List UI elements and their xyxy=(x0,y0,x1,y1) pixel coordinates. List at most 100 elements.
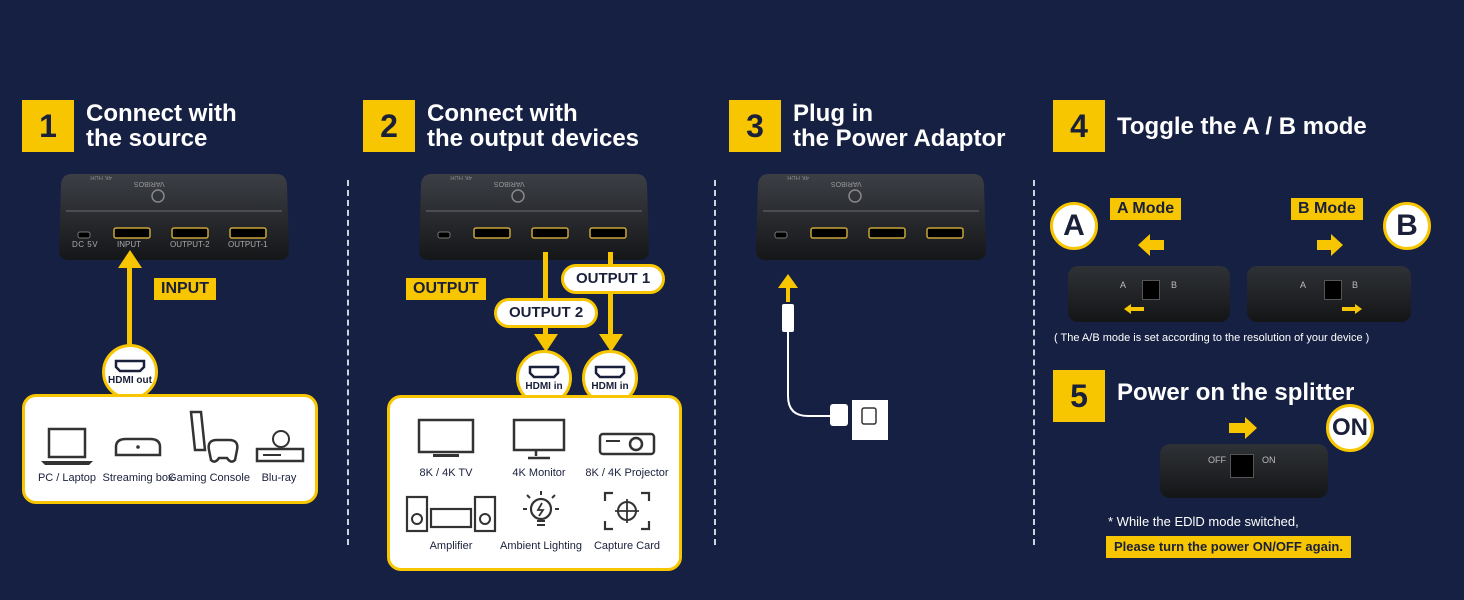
device-caption: Gaming Console xyxy=(168,472,250,484)
device-capture-card: Capture Card xyxy=(583,487,671,552)
step-3-number: 3 xyxy=(729,100,781,152)
arrow-right-icon xyxy=(1342,304,1362,314)
device-caption: Blu-ray xyxy=(261,472,297,484)
input-cable-line xyxy=(127,262,132,350)
brand-text: VARIBOS xyxy=(494,180,525,187)
output-devices-panel xyxy=(387,395,682,571)
step-2-title: Connect with the output devices xyxy=(427,101,639,151)
arrow-left-icon xyxy=(1138,234,1164,256)
arrow-down-icon xyxy=(534,334,558,352)
device-caption: Streaming box xyxy=(102,472,174,484)
hdr-badge: 4K HDR xyxy=(450,174,473,180)
splitter-device xyxy=(419,174,649,260)
projector-icon xyxy=(598,432,656,456)
arrow-up-icon xyxy=(778,274,798,288)
divider xyxy=(347,180,349,545)
step-1-title: Connect with the source xyxy=(86,101,237,151)
hdmi-port-icon xyxy=(528,365,560,378)
power-on-text: ON xyxy=(1262,455,1276,465)
device-blu-ray: Blu-ray xyxy=(244,425,314,484)
device-caption: PC / Laptop xyxy=(37,472,97,484)
step-3-title-line2: the Power Adaptor xyxy=(793,125,1006,152)
ab-switch-a[interactable] xyxy=(1142,280,1160,300)
hdr-badge: 4K HDR xyxy=(90,174,113,180)
port-label-output2: OUTPUT-2 xyxy=(170,240,210,249)
step-5-title: Power on the splitter xyxy=(1117,379,1355,406)
arrow-down-icon xyxy=(599,334,623,352)
port-label-input: INPUT xyxy=(117,240,141,249)
power-adaptor-cable xyxy=(778,274,888,440)
a-mode-label: A Mode xyxy=(1110,198,1182,220)
light-bulb-icon xyxy=(523,491,559,526)
output2-pill: OUTPUT 2 xyxy=(494,298,599,328)
device-caption: 8K / 4K Projector xyxy=(585,467,669,479)
splitter-device xyxy=(59,174,289,260)
gaming-console-icon xyxy=(189,410,239,463)
input-label: INPUT xyxy=(154,278,216,300)
laptop-icon xyxy=(41,427,93,465)
switch-a-text: A xyxy=(1120,280,1127,290)
device-caption: 4K Monitor xyxy=(512,467,566,479)
device-caption: Amplifier xyxy=(429,540,473,552)
hdmi-out-label: HDMI out xyxy=(108,374,152,386)
divider xyxy=(1033,180,1035,545)
port-label-dc: DC 5V xyxy=(72,240,99,249)
hdmi-port-icon xyxy=(114,359,146,372)
arrow-right-icon xyxy=(1317,234,1343,256)
monitor-icon xyxy=(512,418,566,460)
mode-note: ( The A/B mode is set according to the r… xyxy=(1054,332,1370,344)
hdmi-in-label: HDMI in xyxy=(591,380,629,392)
power-highlight: Please turn the power ON/OFF again. xyxy=(1106,536,1351,558)
tv-icon xyxy=(417,418,475,457)
splitter-device xyxy=(756,174,986,260)
capture-card-icon xyxy=(603,491,651,531)
step-1-number: 1 xyxy=(22,100,74,152)
device-gaming-console: Gaming Console xyxy=(168,410,250,484)
switch-a-text: A xyxy=(1300,280,1307,290)
mode-a-badge: A xyxy=(1050,202,1098,250)
mode-b-badge: B xyxy=(1383,202,1431,250)
on-badge: ON xyxy=(1326,404,1374,452)
step-3-title: Plug in the Power Adaptor xyxy=(793,101,1005,151)
step-4-title: Toggle the A / B mode xyxy=(1117,113,1367,140)
output1-pill: OUTPUT 1 xyxy=(561,264,666,294)
device-ambient-lighting: Ambient Lighting xyxy=(497,487,585,552)
brand-text: VARIBOS xyxy=(134,180,165,187)
streaming-box-icon xyxy=(114,437,162,457)
device-projector: 8K / 4K Projector xyxy=(582,418,672,479)
blu-ray-icon xyxy=(255,430,305,463)
amplifier-icon xyxy=(405,495,497,533)
output1-cable-line xyxy=(608,252,613,340)
device-tv: 8K / 4K TV xyxy=(402,418,490,479)
device-amplifier: Amplifier xyxy=(402,491,500,552)
ab-switch-b[interactable] xyxy=(1324,280,1342,300)
device-caption: Ambient Lighting xyxy=(500,540,582,552)
power-off-text: OFF xyxy=(1208,455,1226,465)
switch-b-text: B xyxy=(1352,280,1359,290)
port-label-output1: OUTPUT-1 xyxy=(228,240,268,249)
device-pc-laptop: PC / Laptop xyxy=(32,425,102,484)
device-monitor: 4K Monitor xyxy=(495,418,583,479)
device-caption: Capture Card xyxy=(593,540,661,552)
b-mode-label: B Mode xyxy=(1291,198,1363,220)
hdmi-port-icon xyxy=(594,365,626,378)
step-2-number: 2 xyxy=(363,100,415,152)
device-caption: 8K / 4K TV xyxy=(419,467,473,479)
step-1-title-line2: the source xyxy=(86,125,208,152)
output2-cable-line xyxy=(543,252,548,340)
hdmi-out-badge: HDMI out xyxy=(102,344,158,400)
step-3-title-line1: Plug in xyxy=(793,100,873,127)
step-1-title-line1: Connect with xyxy=(86,100,237,127)
hdr-badge: 4K HDR xyxy=(787,174,810,180)
switch-b-text: B xyxy=(1171,280,1178,290)
device-streaming-box: Streaming box xyxy=(102,425,174,484)
power-note: * While the EDlD mode switched, xyxy=(1108,514,1299,529)
step-2-title-line1: Connect with xyxy=(427,100,578,127)
power-switch[interactable] xyxy=(1230,454,1254,478)
hdmi-in-label: HDMI in xyxy=(525,380,563,392)
brand-text: VARIBOS xyxy=(831,180,862,187)
divider xyxy=(714,180,716,545)
step-5-number: 5 xyxy=(1053,370,1105,422)
step-2-title-line2: the output devices xyxy=(427,125,640,152)
step-4-number: 4 xyxy=(1053,100,1105,152)
